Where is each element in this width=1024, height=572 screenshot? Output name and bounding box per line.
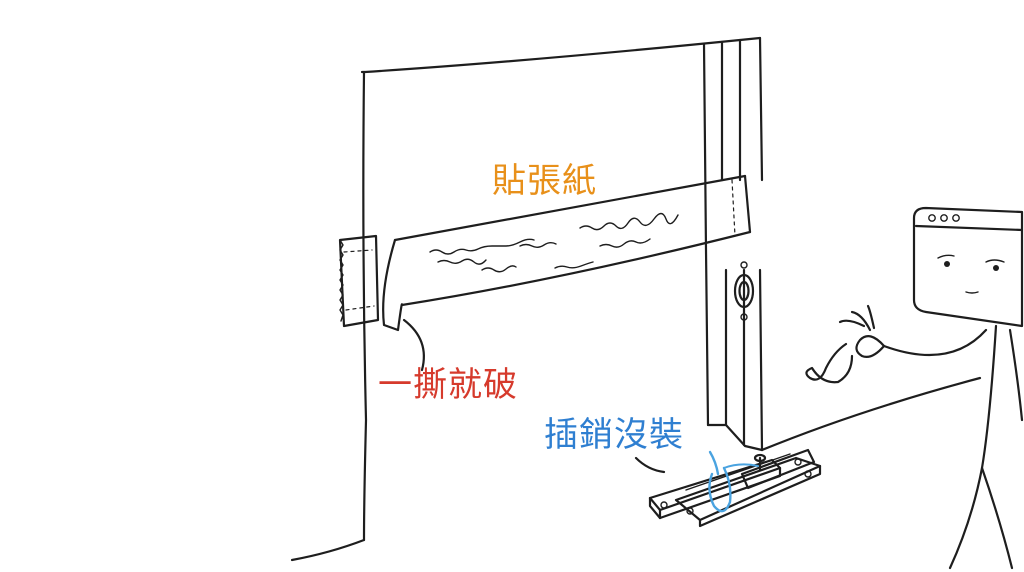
sticker-label: 貼張紙 xyxy=(492,161,597,201)
bolt-label: 插銷沒裝 xyxy=(544,415,684,455)
tear-pointer-line xyxy=(402,318,425,372)
zip-tie xyxy=(708,450,759,513)
door-frame xyxy=(290,36,764,562)
browser-head-character xyxy=(805,206,1024,570)
door-knob xyxy=(733,261,755,321)
floor-line xyxy=(760,376,982,452)
wall-tape-piece xyxy=(338,234,380,328)
tape-strip xyxy=(382,174,752,332)
sliding-bolt xyxy=(648,448,822,528)
bolt-pointer-line xyxy=(634,456,666,474)
tear-label: 一撕就破 xyxy=(378,365,518,405)
